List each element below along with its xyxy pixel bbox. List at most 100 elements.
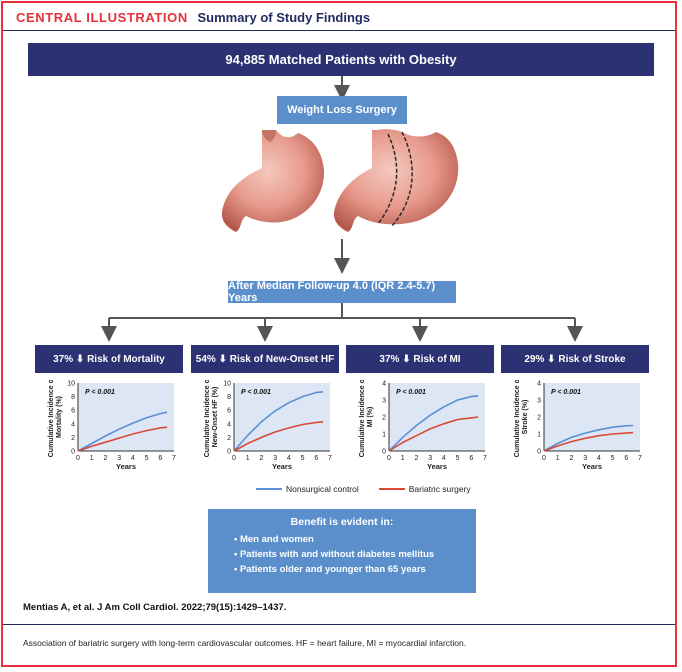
- x-tick-label: 7: [172, 455, 176, 462]
- legend-control-swatch: [256, 488, 282, 490]
- p-value-label: P < 0.001: [551, 389, 581, 396]
- benefit-item: • Patients with and without diabetes mel…: [234, 549, 435, 560]
- y-tick-label: 4: [71, 421, 75, 428]
- x-tick-label: 2: [103, 455, 107, 462]
- x-tick-label: 0: [542, 455, 546, 462]
- y-axis-label-line: Cumulative Incidence of: [204, 380, 211, 457]
- x-tick-label: 5: [145, 455, 149, 462]
- y-tick-label: 0: [227, 449, 231, 456]
- x-tick-label: 6: [314, 455, 318, 462]
- panel-title-mi: 37% ⬇ Risk of MI: [346, 345, 494, 373]
- y-tick-label: 2: [382, 415, 386, 422]
- benefit-item-text: Men and women: [239, 534, 314, 545]
- x-tick-label: 5: [301, 455, 305, 462]
- control-series-line: [233, 391, 324, 452]
- legend-surgery-swatch: [378, 488, 405, 490]
- x-tick-label: 5: [456, 455, 460, 462]
- figure-header: CENTRAL ILLUSTRATION Summary of Study Fi…: [16, 10, 370, 25]
- y-axis-label-line: Mortality (%): [56, 396, 63, 438]
- legend-surgery-label: Bariatric surgery: [408, 484, 471, 494]
- y-axis-label-line: Cumulative Incidence of: [514, 380, 521, 457]
- y-tick-label: 0: [537, 449, 541, 456]
- y-tick-label: 3: [537, 398, 541, 405]
- y-axis-label-line: MI (%): [367, 407, 374, 428]
- y-tick-label: 0: [382, 449, 386, 456]
- y-tick-label: 1: [382, 432, 386, 439]
- y-axis-label-line: Stroke (%): [522, 400, 529, 435]
- patients-box: 94,885 Matched Patients with Obesity: [28, 43, 654, 76]
- x-tick-label: 1: [246, 455, 250, 462]
- x-tick-label: 6: [158, 455, 162, 462]
- surgery-series-line: [77, 426, 168, 452]
- figure-subtitle: Summary of Study Findings: [197, 10, 371, 25]
- surgery-series-line: [388, 416, 479, 452]
- footer-divider: [3, 624, 675, 625]
- x-tick-label: 2: [259, 455, 263, 462]
- control-series-line: [388, 395, 479, 452]
- surgery-box: Weight Loss Surgery: [277, 96, 407, 124]
- central-illustration-label: CENTRAL ILLUSTRATION: [16, 10, 188, 25]
- x-axis-label: Years: [582, 462, 602, 471]
- panel-title-hf: 54% ⬇ Risk of New-Onset HF: [191, 345, 339, 373]
- x-tick-label: 0: [387, 455, 391, 462]
- benefit-item: • Patients older and younger than 65 yea…: [234, 564, 426, 575]
- y-tick-label: 2: [71, 435, 75, 442]
- surgery-series-line: [543, 431, 634, 452]
- benefit-box: Benefit is evident in: • Men and women •…: [208, 509, 476, 593]
- x-tick-label: 2: [569, 455, 573, 462]
- x-tick-label: 6: [624, 455, 628, 462]
- benefit-item: • Men and women: [234, 534, 314, 545]
- y-tick-label: 4: [227, 421, 231, 428]
- x-tick-label: 2: [414, 455, 418, 462]
- x-tick-label: 3: [117, 455, 121, 462]
- stomach-icon: [221, 130, 325, 232]
- x-tick-label: 3: [273, 455, 277, 462]
- x-tick-label: 3: [428, 455, 432, 462]
- legend-surgery: Bariatric surgery: [378, 484, 471, 494]
- y-tick-label: 0: [71, 449, 75, 456]
- p-value-label: P < 0.001: [85, 389, 115, 396]
- y-axis-label-line: Cumulative Incidence of: [359, 380, 366, 457]
- panel-title-mortality: 37% ⬇ Risk of Mortality: [35, 345, 183, 373]
- y-tick-label: 10: [67, 381, 75, 388]
- x-tick-label: 1: [556, 455, 560, 462]
- surgery-series-line: [233, 421, 324, 452]
- x-tick-label: 4: [287, 455, 291, 462]
- x-tick-label: 0: [232, 455, 236, 462]
- followup-box: After Median Follow-up 4.0 (IQR 2.4-5.7)…: [228, 280, 456, 304]
- plot-area: [389, 383, 485, 451]
- x-tick-label: 3: [583, 455, 587, 462]
- y-tick-label: 8: [71, 394, 75, 401]
- legend-control-label: Nonsurgical control: [286, 484, 359, 494]
- chart-legend: Nonsurgical control Bariatric surgery: [256, 484, 471, 494]
- control-series-line: [77, 411, 168, 452]
- x-tick-label: 5: [611, 455, 615, 462]
- plot-area: [544, 383, 640, 451]
- x-axis-label: Years: [116, 462, 136, 471]
- y-tick-label: 1: [537, 432, 541, 439]
- y-axis-label-line: Cumulative Incidence of: [48, 380, 55, 457]
- x-tick-label: 4: [442, 455, 446, 462]
- benefit-title: Benefit is evident in:: [290, 516, 394, 528]
- x-tick-label: 1: [90, 455, 94, 462]
- p-value-label: P < 0.001: [241, 389, 271, 396]
- y-tick-label: 10: [223, 381, 231, 388]
- legend-control: Nonsurgical control: [256, 484, 359, 494]
- x-tick-label: 6: [469, 455, 473, 462]
- x-tick-label: 7: [638, 455, 642, 462]
- y-tick-label: 4: [382, 381, 386, 388]
- y-tick-label: 2: [227, 435, 231, 442]
- y-tick-label: 2: [537, 415, 541, 422]
- x-tick-label: 7: [328, 455, 332, 462]
- y-tick-label: 6: [71, 408, 75, 415]
- sleeve-stomach-icon: [333, 129, 459, 232]
